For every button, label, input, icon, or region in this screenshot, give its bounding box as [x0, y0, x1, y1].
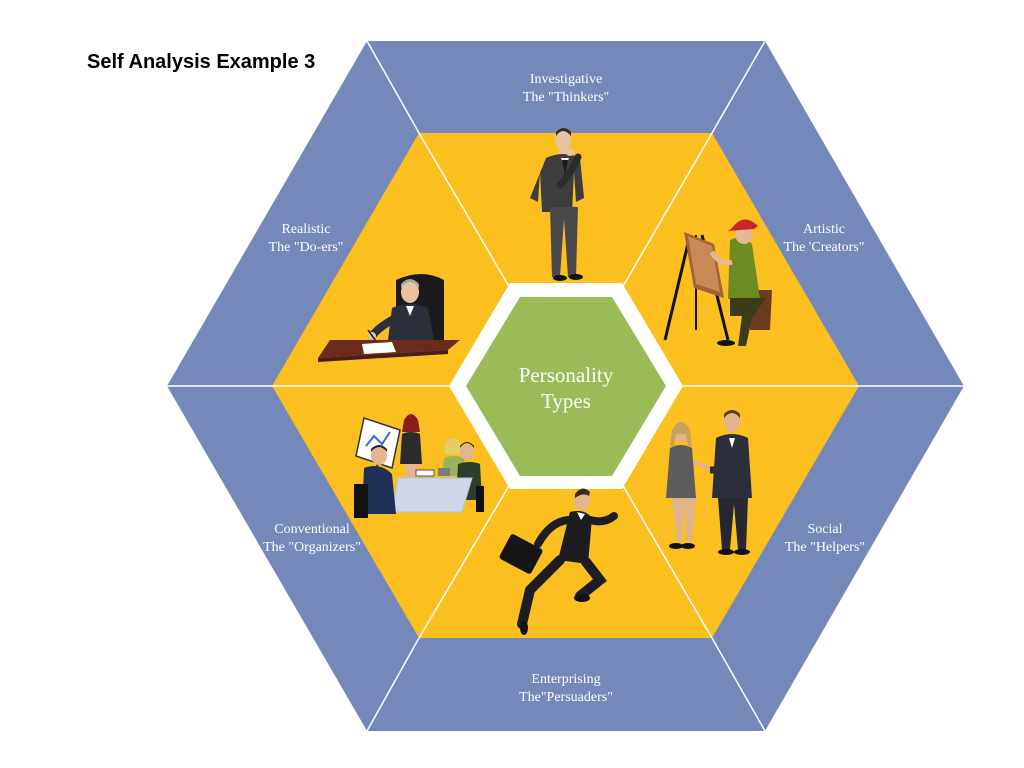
segment-investigative: Investigative The "Thinkers" — [523, 72, 609, 105]
page-title: Self Analysis Example 3 — [87, 51, 316, 73]
thinking-man-icon — [530, 128, 584, 281]
segment-conventional: Conventional The "Organizers" — [263, 522, 361, 555]
center-hexagon — [466, 297, 666, 476]
segment-dividers — [167, 40, 964, 732]
segment-social: Social The "Helpers" — [785, 522, 865, 555]
type-nickname: The "Helpers" — [785, 540, 865, 555]
type-nickname: The 'Creators" — [784, 240, 865, 255]
type-nickname: The "Thinkers" — [523, 90, 609, 105]
meeting-presentation-icon — [354, 414, 484, 518]
running-businessman-icon — [499, 488, 618, 635]
segment-enterprising: Enterprising The"Persuaders" — [519, 672, 613, 705]
type-nickname: The "Organizers" — [263, 540, 361, 555]
type-name: Investigative — [530, 72, 602, 87]
man-at-desk-icon — [318, 274, 460, 362]
center-label-line1: Personality — [519, 363, 614, 387]
center-label-line2: Types — [541, 389, 591, 413]
type-nickname: The "Do-ers" — [269, 240, 344, 255]
type-name: Social — [808, 522, 843, 537]
handshake-icon — [666, 410, 752, 555]
type-name: Realistic — [282, 222, 331, 237]
segment-realistic: Realistic The "Do-ers" — [269, 222, 344, 255]
type-name: Conventional — [274, 522, 350, 537]
painter-at-easel-icon — [663, 219, 772, 346]
type-name: Enterprising — [531, 672, 600, 687]
type-name: Artistic — [803, 222, 845, 237]
type-nickname: The"Persuaders" — [519, 690, 613, 705]
segment-artistic: Artistic The 'Creators" — [784, 222, 865, 255]
